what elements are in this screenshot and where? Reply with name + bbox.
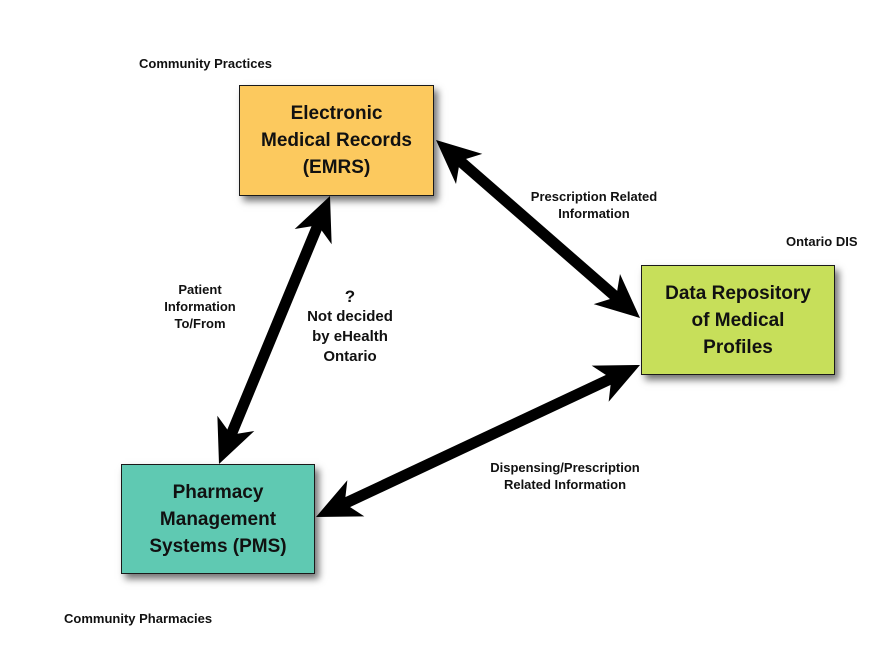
- arrowhead-icon: [593, 274, 640, 318]
- arrowhead-icon: [436, 140, 483, 184]
- node-pms-line-3: Systems (PMS): [149, 535, 287, 557]
- edge-label-line: Prescription Related: [530, 189, 658, 204]
- edge-label-line: Information: [558, 206, 630, 221]
- edge-label-line: Patient: [178, 282, 222, 297]
- group-label-ontario-dis: Ontario DIS: [786, 234, 858, 249]
- question-mark-icon: ?: [344, 287, 356, 306]
- undecided-note-line: Not decided: [307, 308, 393, 325]
- edge-label-line: To/From: [174, 316, 226, 331]
- arrowhead-icon: [316, 480, 365, 517]
- node-repository-line-3: Profiles: [703, 336, 773, 358]
- arrow-shaft-emrs-repository: [452, 153, 624, 305]
- node-data-repository[interactable]: Data Repository of Medical Profiles: [641, 265, 835, 375]
- node-emrs-line-3: (EMRS): [302, 157, 371, 178]
- arrowhead-icon: [217, 415, 255, 464]
- arrowhead-icon: [294, 196, 332, 245]
- arrow-shaft-emrs-pms: [224, 218, 325, 442]
- undecided-note-line: by eHealth: [312, 328, 388, 345]
- undecided-note: ? Not decided by eHealth Ontario: [290, 286, 410, 367]
- node-pms-line-1: Pharmacy: [172, 481, 264, 503]
- undecided-note-line: Ontario: [323, 348, 377, 365]
- edge-label-line: Dispensing/Prescription: [490, 460, 640, 475]
- edge-label-line: Related Information: [503, 477, 627, 492]
- arrow-shaft-pms-repository: [337, 371, 619, 511]
- node-emrs-line-2: Medical Records: [261, 130, 412, 151]
- group-label-community-practices: Community Practices: [139, 56, 272, 71]
- arrowhead-icon: [591, 365, 640, 402]
- edge-label-line: Information: [164, 299, 236, 314]
- node-emrs-line-1: Electronic: [290, 103, 383, 124]
- edge-label-emrs-repository: Prescription Related Information: [515, 188, 673, 222]
- node-repository-line-1: Data Repository: [665, 282, 811, 304]
- edge-label-pms-repository: Dispensing/Prescription Related Informat…: [470, 459, 660, 493]
- node-emrs[interactable]: Electronic Medical Records (EMRS): [239, 85, 434, 196]
- node-pms[interactable]: Pharmacy Management Systems (PMS): [121, 464, 315, 574]
- group-label-community-pharmacies: Community Pharmacies: [64, 611, 213, 626]
- node-repository-line-2: of Medical: [691, 309, 785, 331]
- node-pms-line-2: Management: [159, 508, 277, 530]
- edge-label-emrs-pms: Patient Information To/From: [155, 281, 245, 332]
